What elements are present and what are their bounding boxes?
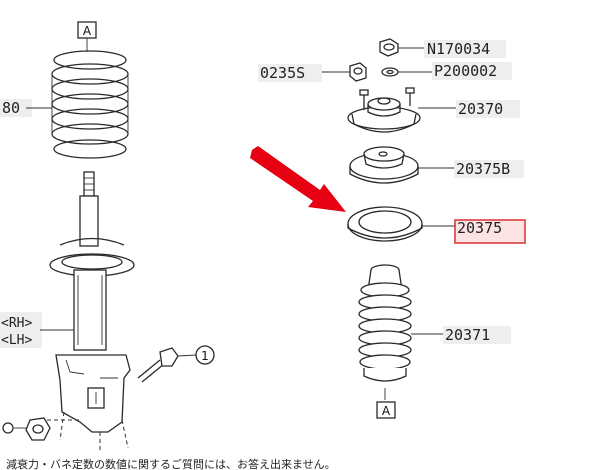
coil-spring: A — [51, 21, 129, 159]
strut-assembly — [40, 171, 135, 452]
label-tag-20370 — [456, 100, 520, 118]
highlight-box-20375 — [454, 219, 526, 244]
label-20380: 80 — [2, 99, 20, 117]
callout-circle-1 — [195, 345, 215, 365]
label-tag-20371 — [443, 326, 511, 344]
nut-0235s — [349, 62, 367, 82]
strut-mount-20370 — [347, 87, 421, 133]
label-lh: <LH> — [1, 333, 32, 348]
leader-callout-1 — [177, 354, 197, 357]
label-p200002: P200002 — [434, 62, 497, 80]
label-tag-20380 — [0, 99, 32, 117]
label-tag-rh-lh — [0, 312, 42, 348]
washer-p200002 — [381, 67, 399, 77]
label-rh: <RH> — [1, 316, 32, 331]
bolt — [137, 347, 197, 383]
label-20375: 20375 — [457, 219, 502, 237]
label-n170034: N170034 — [427, 40, 490, 58]
reference-box-bottom — [376, 401, 396, 419]
label-tag-20375b — [454, 160, 524, 178]
nut-bottom-left — [2, 417, 51, 441]
rubber-seat-20375 — [347, 206, 423, 242]
footnote: 減衰力・バネ定数の数値に関するご質問には、お答え出来ません。 — [6, 457, 336, 470]
label-20375b: 20375B — [456, 160, 510, 178]
reference-box-top-letter: A — [83, 24, 92, 38]
spring-seat-20375b — [349, 146, 419, 184]
label-20371: 20371 — [445, 326, 490, 344]
label-tag-n170034 — [424, 40, 506, 58]
reference-box-bottom-letter: A — [382, 404, 391, 418]
label-tag-0235s — [258, 64, 322, 82]
callout-number-1: 1 — [201, 349, 209, 363]
nut-n170034 — [379, 38, 399, 57]
pointer-arrow — [250, 146, 346, 212]
label-0235s: 0235S — [260, 64, 305, 82]
label-20370: 20370 — [458, 100, 503, 118]
dust-boot-20371 — [358, 264, 412, 400]
label-tag-p200002 — [432, 62, 512, 80]
